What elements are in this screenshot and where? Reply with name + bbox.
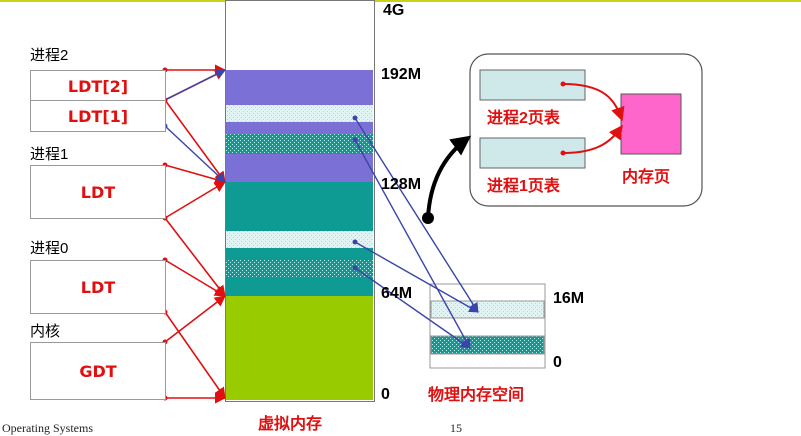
- kernel-gdt-box: GDT: [30, 342, 166, 400]
- vm-seg-light-1: [226, 105, 373, 122]
- vm-seg-teal-dotted-2: [226, 260, 373, 278]
- top-rule: [0, 0, 801, 2]
- vm-mark-192m: 192M: [381, 66, 422, 83]
- footer-left: Operating Systems: [2, 421, 93, 435]
- vm-mark-4g: 4G: [383, 2, 405, 19]
- p1-page-table-label: 进程1页表: [487, 178, 560, 195]
- process2-ldt1-label: LDT[1]: [67, 106, 129, 126]
- process0-title: 进程0: [30, 240, 69, 257]
- red-descriptor-arrows: [164, 64, 227, 404]
- vm-seg-teal-3: [226, 278, 373, 296]
- pm-mark-0: 0: [553, 354, 562, 371]
- blue-mapping-arrows: [164, 69, 479, 349]
- p1-to-page-arrow: [562, 124, 623, 154]
- process2-ldt1-box: LDT[1]: [30, 100, 166, 132]
- vm-seg-purple-top: [226, 70, 373, 105]
- p2-page-table-box: [479, 69, 586, 101]
- physical-memory-caption: 物理内存空间: [428, 387, 525, 404]
- process0-ldt-label: LDT: [80, 277, 116, 297]
- process2-ldt2-label: LDT[2]: [67, 76, 129, 96]
- pm-mark-16m: 16M: [553, 290, 585, 307]
- vm-seg-purple-3: [226, 154, 373, 182]
- process2-ldt2-box: LDT[2]: [30, 70, 166, 102]
- process1-title: 进程1: [30, 146, 69, 163]
- process2-title: 进程2: [30, 47, 69, 64]
- kernel-title: 内核: [30, 323, 61, 340]
- footer-page-number: 15: [450, 421, 462, 435]
- pm-box: [429, 283, 546, 369]
- process1-ldt-box: LDT: [30, 165, 166, 219]
- p2-to-page-arrow: [562, 83, 625, 122]
- pm-seg-teal: [430, 335, 545, 355]
- process1-ldt-label: LDT: [80, 182, 116, 202]
- vm-seg-green-kernel: [226, 296, 373, 400]
- process0-ldt-box: LDT: [30, 260, 166, 314]
- vm-mark-0: 0: [381, 386, 390, 403]
- vm-mark-128m: 128M: [381, 176, 422, 193]
- pm-seg-light: [430, 300, 545, 319]
- vm-seg-light-2: [226, 231, 373, 248]
- p2-page-table-label: 进程2页表: [487, 110, 560, 127]
- memory-page-box: [620, 93, 682, 155]
- virtual-memory-caption: 虚拟内存: [258, 416, 323, 433]
- vm-seg-teal-2: [226, 248, 373, 260]
- vm-seg-teal-dotted-1: [226, 134, 373, 154]
- callout-arrow: [426, 135, 472, 219]
- vm-seg-purple-2: [226, 122, 373, 134]
- memory-page-label: 内存页: [622, 169, 671, 186]
- vm-seg-teal-1: [226, 182, 373, 231]
- vm-mark-64m: 64M: [381, 285, 413, 302]
- kernel-gdt-label: GDT: [79, 361, 117, 381]
